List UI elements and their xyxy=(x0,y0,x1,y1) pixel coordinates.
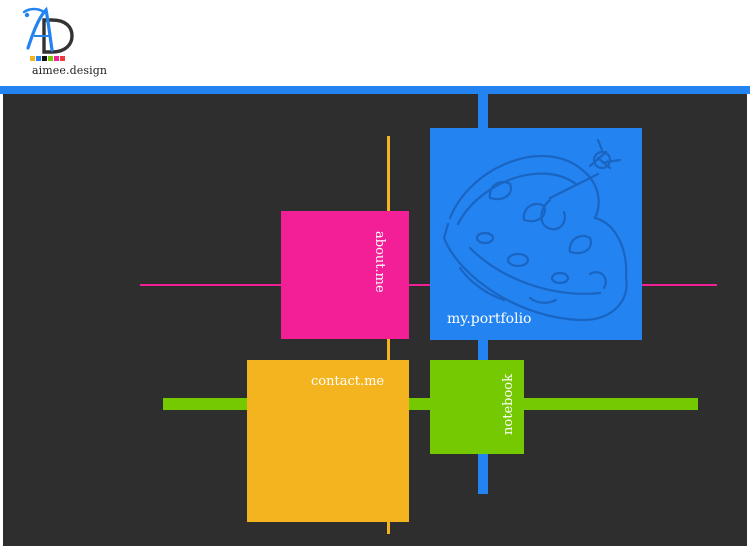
site-logo[interactable]: aimee.design xyxy=(22,6,108,80)
bottom-edge xyxy=(0,546,750,550)
monogram-logo-icon xyxy=(22,6,74,61)
crown-icon xyxy=(442,138,628,322)
pink-horizontal-line xyxy=(140,284,717,286)
about-link[interactable]: about.me xyxy=(372,231,387,293)
top-accent-bar xyxy=(0,86,750,94)
contact-link[interactable]: contact.me xyxy=(311,374,385,389)
contact-tile[interactable]: contact.me xyxy=(247,360,409,522)
navigation-canvas: my.portfolio about.me contact.me noteboo… xyxy=(3,94,747,546)
left-edge xyxy=(0,94,3,550)
logo-text: aimee.design xyxy=(32,64,108,77)
notebook-tile[interactable]: notebook xyxy=(430,360,524,454)
portfolio-tile[interactable]: my.portfolio xyxy=(430,128,642,340)
notebook-link[interactable]: notebook xyxy=(501,374,516,435)
portfolio-link[interactable]: my.portfolio xyxy=(447,311,532,327)
site-header: aimee.design xyxy=(0,0,750,86)
about-tile[interactable]: about.me xyxy=(281,211,409,339)
